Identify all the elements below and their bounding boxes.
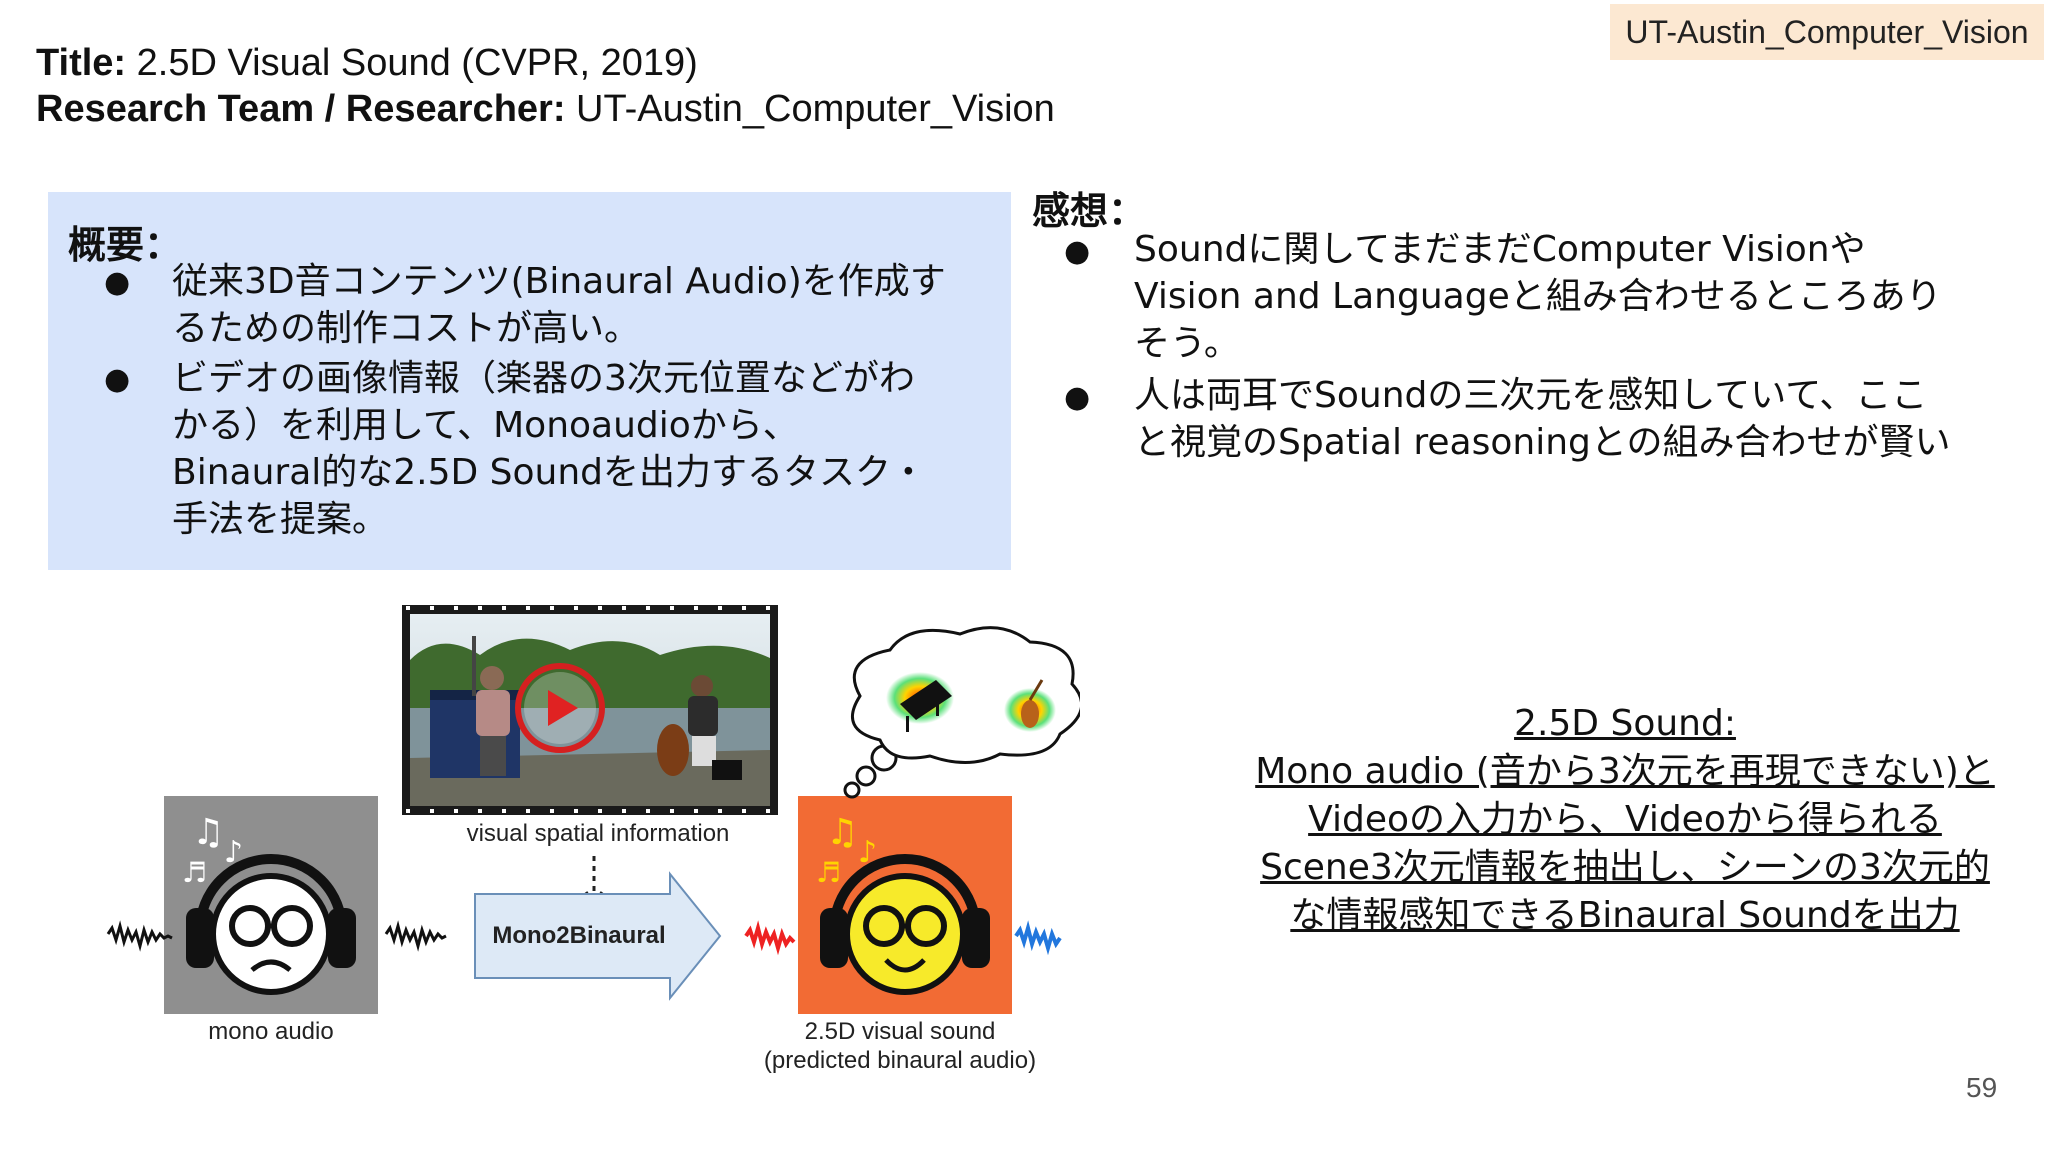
bullet-icon: ● [104, 362, 131, 397]
visual-spatial-label: visual spatial information [466, 820, 730, 847]
team-label: Research Team / Researcher: [36, 88, 566, 130]
description-line-3: Videoの入力から、Videoから得られる [1308, 799, 1942, 840]
summary-bullet-1-line-2: るための制作コストが高い。 [172, 308, 641, 349]
output-label-2: (predicted binaural audio) [763, 1047, 1037, 1074]
svg-text:♬: ♬ [816, 856, 841, 889]
impression-heading: 感想： [1032, 189, 1147, 233]
title-value: 2.5D Visual Sound (CVPR, 2019) [126, 42, 698, 84]
impression-bullet-1-line-3: そう。 [1134, 323, 1240, 364]
impression-bullet-1-line-1: Soundに関してまだまだComputer Visionや [1134, 229, 1866, 270]
page-number: 59 [1966, 1072, 1998, 1103]
impression-bullet-1: Soundに関してまだまだComputer Visionや Vision and… [1134, 226, 1942, 367]
author-tag: UT-Austin_Computer_Vision [1610, 4, 2044, 60]
impression-bullet-2: 人は両耳でSoundの三次元を感知していて、ここ と視覚のSpatial rea… [1134, 372, 1951, 466]
mono2binaural-figure: ♫ ♪ ♬ ♫ ♪ ♬ [106, 605, 1080, 1014]
team-line: Research Team / Researcher: UT-Austin_Co… [36, 88, 1055, 131]
mono2binaural-label: Mono2Binaural [492, 922, 666, 949]
title-label: Title: [36, 42, 127, 84]
mono-audio-label: mono audio [208, 1018, 334, 1045]
description-line-2: Mono audio (音から3次元を再現できない)と [1255, 751, 1995, 792]
summary-heading: 概要： [68, 223, 183, 267]
svg-text:♫: ♫ [826, 812, 858, 853]
svg-text:♬: ♬ [182, 856, 207, 889]
title-line: Title: 2.5D Visual Sound (CVPR, 2019) [36, 42, 698, 85]
summary-bullet-1: 従来3D音コンテンツ(Binaural Audio)を作成す るための制作コスト… [172, 258, 946, 352]
description-line-5: な情報感知できるBinaural Soundを出力 [1290, 895, 1960, 936]
summary-bullet-2-line-1: ビデオの画像情報（楽器の3次元位置などがわ [172, 358, 915, 399]
team-value: UT-Austin_Computer_Vision [565, 88, 1055, 130]
svg-text:♫: ♫ [192, 812, 224, 853]
mono-listener-icon: ♫ ♪ ♬ [106, 796, 447, 1014]
bullet-icon: ● [104, 265, 131, 300]
bullet-icon: ● [1064, 234, 1091, 269]
impression-bullet-1-line-2: Vision and Languageと組み合わせるところあり [1134, 276, 1942, 317]
summary-bullet-2-line-2: かる）を利用して、Monoaudioから、 [172, 405, 799, 446]
impression-bullet-2-line-1: 人は両耳でSoundの三次元を感知していて、ここ [1134, 375, 1928, 416]
description-block: 2.5D Sound: Mono audio (音から3次元を再現できない)と … [1205, 700, 2045, 940]
binaural-listener-icon: ♫ ♪ ♬ [744, 796, 1062, 1014]
summary-bullet-2: ビデオの画像情報（楽器の3次元位置などがわ かる）を利用して、Monoaudio… [172, 355, 926, 543]
description-line-4: Scene3次元情報を抽出し、シーンの3次元的 [1260, 847, 1990, 888]
description-line-1: 2.5D Sound: [1514, 703, 1736, 744]
output-label-1: 2.5D visual sound [804, 1018, 996, 1045]
bullet-icon: ● [1064, 380, 1091, 415]
summary-bullet-1-line-1: 従来3D音コンテンツ(Binaural Audio)を作成す [172, 261, 946, 302]
summary-bullet-2-line-3: Binaural的な2.5D Soundを出力するタスク・ [172, 452, 927, 493]
video-thumbnail [402, 605, 778, 815]
thought-bubble-icon [843, 626, 1080, 799]
impression-bullet-2-line-2: と視覚のSpatial reasoningとの組み合わせが賢い [1134, 422, 1951, 463]
summary-box [48, 192, 1011, 570]
mono2binaural-arrow [474, 871, 722, 1001]
summary-bullet-2-line-4: 手法を提案。 [172, 499, 389, 540]
